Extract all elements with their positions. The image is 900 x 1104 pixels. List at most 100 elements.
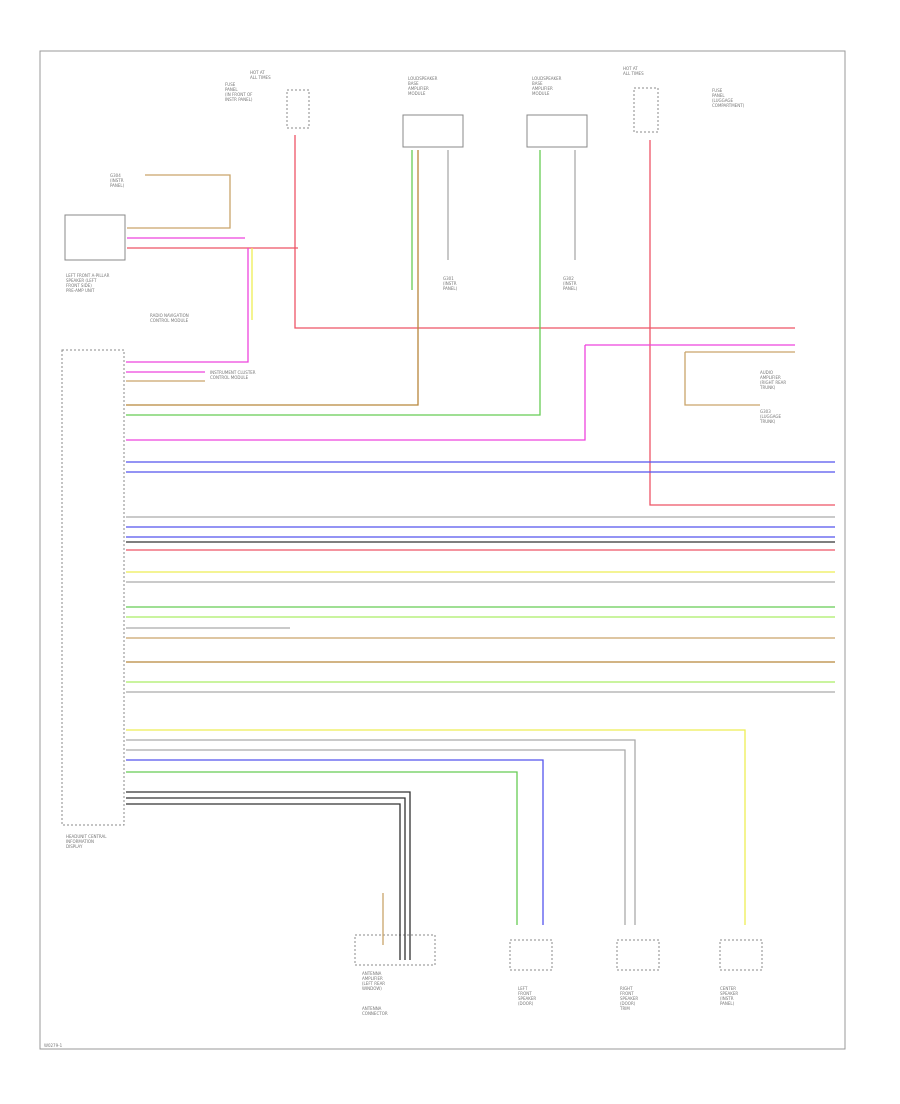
wire-gray-34 xyxy=(126,749,626,925)
wire-yellow-32 xyxy=(126,729,746,925)
wire-tan-8 xyxy=(684,352,760,406)
module-a-group: LOUDSPEAKER BASE AMPLIFIER MODULE xyxy=(402,76,464,148)
bottom-module-spk3-label-3: (INSTR xyxy=(720,996,734,1001)
bottom-module-spk1-label-1: LEFT xyxy=(518,986,528,991)
wire-blue-35 xyxy=(126,759,544,925)
left-module-1-label-1: LEFT FRONT A-PILLAR xyxy=(66,273,110,278)
bottom-module-radio-label-4: WINDOW) xyxy=(362,986,382,991)
wires-group xyxy=(126,135,835,960)
module-a-label-4: MODULE xyxy=(408,91,426,96)
right-connector-label-1: AUDIO xyxy=(760,370,773,375)
ground-a-label-2: (INSTR xyxy=(443,281,457,286)
fuse-right-desc-1: FUSE xyxy=(712,88,723,93)
module2-label-1: INSTRUMENT CLUSTER xyxy=(210,370,256,375)
bottom-module-spk3-label-1: CENTER xyxy=(720,986,736,991)
right-connector-label-4: TRUNK) xyxy=(759,385,776,390)
bottom-module-radio-box xyxy=(354,934,436,966)
splice-label-2: CONTROL MODULE xyxy=(150,318,189,323)
fuse-left-desc-1: FUSE xyxy=(225,82,236,87)
ground-a-label-3: PANEL) xyxy=(443,286,458,291)
bottom-module-spk3-label-4: PANEL) xyxy=(720,1001,735,1006)
bottom-module-spk2-label-1: RIGHT xyxy=(620,986,633,991)
fuse-left-label-1: HOT AT xyxy=(250,70,265,75)
bottom-module-radio-label-1: ANTENNA xyxy=(362,971,382,976)
diagram-frame xyxy=(39,50,846,1050)
wire-black-39 xyxy=(126,803,401,960)
bottom-module-radio-label-2: AMPLIFIER xyxy=(362,976,383,981)
fuse-left-desc-4: INSTR PANEL) xyxy=(225,97,253,102)
ground-b-label-1: G302 xyxy=(563,276,574,281)
wire-red-4 xyxy=(649,140,835,506)
bottom-module-radio-sub-1: ANTENNA xyxy=(362,1006,382,1011)
fuse-right-desc-3: (LUGGAGE xyxy=(712,98,733,103)
module-b-label-3: AMPLIFIER xyxy=(532,86,553,91)
fuse-right-box xyxy=(633,87,659,133)
left-module-1-label-2: SPEAKER (LEFT xyxy=(66,278,97,283)
module-b-box xyxy=(526,114,588,148)
bottom-module-spk2-box xyxy=(616,939,660,971)
right-connector-label-3: (RIGHT REAR xyxy=(760,380,786,385)
bottom-module-spk2-label-5: TRIM xyxy=(619,1006,630,1011)
fuse-right-desc-2: PANEL xyxy=(712,93,725,98)
wire-pink-12 xyxy=(126,248,249,363)
fuse-left-group: HOT AT ALL TIMES FUSE PANEL (IN FRONT OF… xyxy=(225,70,310,129)
left-module-1-label-4: PRE-AMP UNIT xyxy=(66,288,95,293)
left-module-1-group: LEFT FRONT A-PILLAR SPEAKER (LEFT FRONT … xyxy=(64,214,126,293)
bottom-module-spk1-box xyxy=(509,939,553,971)
bottom-module-spk2-label-2: FRONT xyxy=(620,991,634,996)
module-b-label-2: BASE xyxy=(532,81,543,86)
wire-black-37 xyxy=(126,791,411,960)
bottom-module-spk2-label-4: (DOOR) xyxy=(620,1001,636,1006)
ground-c-label-1: G303 xyxy=(760,409,771,414)
ground-b-label-2: (INSTR xyxy=(563,281,577,286)
fuse-right-label-1: HOT AT xyxy=(623,66,638,71)
bottom-module-spk1-label-4: (DOOR) xyxy=(518,1001,534,1006)
wire-green-3 xyxy=(126,150,541,416)
bottom-module-spk2-label-3: SPEAKER xyxy=(620,996,638,1001)
wire-gray-33 xyxy=(126,739,636,925)
main-unit-label-3: DISPLAY xyxy=(66,844,83,849)
module-a-label-1: LOUDSPEAKER xyxy=(408,76,438,81)
left-module-1-box xyxy=(64,214,126,261)
ground-b-label-3: PANEL) xyxy=(563,286,578,291)
bottom-module-spk3-label-2: SPEAKER xyxy=(720,991,738,996)
module2-label-2: CONTROL MODULE xyxy=(210,375,249,380)
wire-brown-2 xyxy=(126,150,419,406)
module-a-label-3: AMPLIFIER xyxy=(408,86,429,91)
main-unit-label-2: INFORMATION xyxy=(66,839,94,844)
bottom-module-spk1-label-2: FRONT xyxy=(518,991,532,996)
main-unit-box xyxy=(61,349,125,826)
module-b-label-4: MODULE xyxy=(532,91,550,96)
splice-label-1: RADIO NAVIGATION xyxy=(150,313,189,318)
bottom-module-spk1-label-3: SPEAKER xyxy=(518,996,536,1001)
wire-pink-5 xyxy=(126,345,586,441)
fuse-right-desc-4: COMPARTMENT) xyxy=(712,103,745,108)
fuse-right-group: HOT AT ALL TIMES FUSE PANEL (LUGGAGE COM… xyxy=(623,66,745,133)
wire-red-0 xyxy=(294,135,795,329)
fuse-left-desc-3: (IN FRONT OF xyxy=(225,92,253,97)
fuse-left-label-2: ALL TIMES xyxy=(250,75,271,80)
module-b-group: LOUDSPEAKER BASE AMPLIFIER MODULE xyxy=(526,76,588,148)
wire-black-38 xyxy=(126,797,406,960)
wire-green-36 xyxy=(126,771,518,925)
bottom-module-radio-sub-2: CONNECTOR xyxy=(362,1011,388,1016)
ground-c-label-3: TRUNK) xyxy=(759,419,776,424)
module-a-label-2: BASE xyxy=(408,81,419,86)
ground-top-label-1: G304 xyxy=(110,173,121,178)
ground-top-label-3: PANEL) xyxy=(110,183,125,188)
right-connector-label-2: AMPLIFIER xyxy=(760,375,781,380)
ground-top-group: G304 (INSTR PANEL) xyxy=(110,173,125,188)
footer-code: W0279-1 xyxy=(44,1043,63,1048)
fuse-left-desc-2: PANEL xyxy=(225,87,238,92)
bottom-module-spk3-box xyxy=(719,939,763,971)
wire-tan-9 xyxy=(127,174,231,229)
ground-c-label-2: (LUGGAGE xyxy=(760,414,781,419)
fuse-right-label-2: ALL TIMES xyxy=(623,71,644,76)
ground-top-label-2: (INSTR xyxy=(110,178,124,183)
fuse-left-box xyxy=(286,89,310,129)
ground-a-label-1: G301 xyxy=(443,276,454,281)
module-a-box xyxy=(402,114,464,148)
module-b-label-1: LOUDSPEAKER xyxy=(532,76,562,81)
bottom-module-radio-label-3: (LEFT REAR xyxy=(362,981,385,986)
left-module-1-label-3: FRONT SIDE) xyxy=(66,283,92,288)
